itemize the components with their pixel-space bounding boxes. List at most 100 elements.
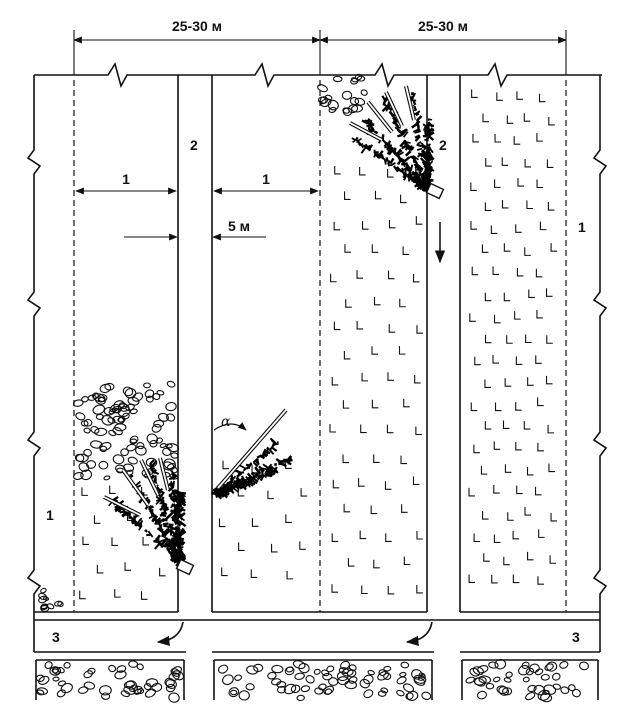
blasted-ore — [164, 508, 170, 512]
ore-mark — [331, 533, 339, 542]
rock-fragment — [36, 689, 45, 696]
rock-fragment — [90, 426, 100, 434]
blasted-ore — [255, 458, 259, 464]
rock-fragment — [276, 681, 287, 688]
blasted-ore — [392, 165, 399, 173]
ore-mark — [523, 113, 531, 122]
angle-arc — [213, 422, 247, 431]
blasted-ore — [224, 482, 230, 489]
blasted-ore — [173, 493, 180, 501]
blasted-ore — [282, 458, 288, 464]
rock-fragment — [127, 456, 138, 465]
ore-mark — [490, 225, 498, 234]
blasted-ore — [171, 516, 177, 521]
rock-fragment — [54, 600, 63, 607]
ore-mark — [81, 487, 88, 496]
rock-fragment — [128, 684, 139, 693]
rock-fragment — [153, 419, 165, 428]
ore-mark — [415, 216, 423, 225]
ore-mark — [469, 313, 476, 322]
ore-mark — [371, 346, 379, 355]
blasted-ore — [238, 483, 242, 487]
ore-mark — [484, 379, 491, 389]
blasted-ore — [176, 554, 181, 559]
rock-fragment — [323, 685, 335, 695]
blasted-ore — [179, 531, 185, 538]
ore-mark — [415, 426, 422, 436]
top-boundary — [34, 62, 602, 89]
blasted-ore — [169, 497, 176, 503]
blasted-ore — [417, 165, 422, 170]
ore-mark — [331, 584, 338, 593]
rock-fragment — [267, 671, 277, 680]
blasted-ore — [249, 481, 256, 486]
ore-mark — [546, 335, 553, 344]
drill-rod-core — [140, 459, 159, 496]
blasted-ore — [407, 171, 412, 177]
ore-mark — [515, 402, 522, 411]
ore-mark — [333, 221, 341, 231]
blast-fan-middle — [211, 408, 293, 500]
rock-fragment — [116, 665, 127, 673]
blasted-ore — [172, 533, 179, 541]
broken-rock-top-right — [317, 73, 368, 117]
blasted-ore — [418, 184, 425, 187]
ore-mark — [506, 115, 514, 124]
ore-mark — [481, 244, 489, 253]
blasted-ore — [264, 473, 271, 477]
blasted-ore — [247, 462, 253, 467]
rock-fragment — [170, 668, 181, 677]
blasted-ore — [166, 542, 173, 549]
blasted-ore — [426, 159, 430, 163]
ore-mark — [286, 570, 294, 580]
rock-fragment — [97, 393, 108, 403]
blasted-ore — [262, 453, 268, 458]
ore-mark — [285, 460, 292, 469]
ore-mark — [343, 503, 351, 513]
blasted-ore — [413, 175, 419, 179]
blasted-ore — [425, 136, 430, 141]
ore-mark — [331, 376, 339, 386]
rock-fragment — [136, 663, 144, 671]
ore-mark — [494, 134, 502, 143]
ore-mark — [548, 116, 555, 126]
blasted-ore — [172, 531, 178, 536]
rock-fragment — [165, 401, 177, 412]
blasted-ore — [423, 175, 427, 179]
blasted-ore — [158, 543, 162, 547]
ore-mark — [513, 136, 521, 145]
rock-fragment — [327, 99, 339, 111]
rock-fragment — [421, 691, 432, 700]
rock-fragment — [271, 664, 284, 674]
ore-mark — [330, 273, 337, 283]
blasted-ore — [400, 128, 407, 134]
ore-mark — [109, 485, 116, 495]
ore-mark — [502, 420, 510, 430]
ore-mark — [482, 511, 489, 520]
blasted-ore — [367, 119, 372, 125]
rock-fragment — [313, 668, 321, 675]
blasted-ore — [173, 508, 177, 513]
ore-mark — [398, 346, 406, 355]
angle-label: α — [221, 414, 231, 430]
ore-mark — [525, 334, 532, 344]
ore-mark — [491, 574, 498, 584]
rock-fragment — [91, 392, 99, 399]
rock-fragment — [230, 689, 238, 696]
blasted-ore — [414, 130, 420, 134]
blasted-ore — [215, 493, 219, 497]
ore-mark — [494, 402, 502, 412]
ore-mark — [159, 567, 166, 577]
rock-fragment — [360, 89, 368, 96]
rock-fragment — [143, 382, 151, 389]
blasted-ore — [419, 157, 426, 163]
rock-fragment — [38, 595, 48, 604]
blasted-ore — [368, 121, 373, 127]
ore-mark — [547, 202, 555, 211]
blasted-ore — [286, 455, 293, 461]
rock-fragment — [396, 676, 407, 685]
ore-mark — [480, 466, 488, 475]
blasted-ore — [358, 142, 365, 149]
ore-mark — [222, 460, 230, 470]
rock-fragment — [522, 676, 530, 683]
